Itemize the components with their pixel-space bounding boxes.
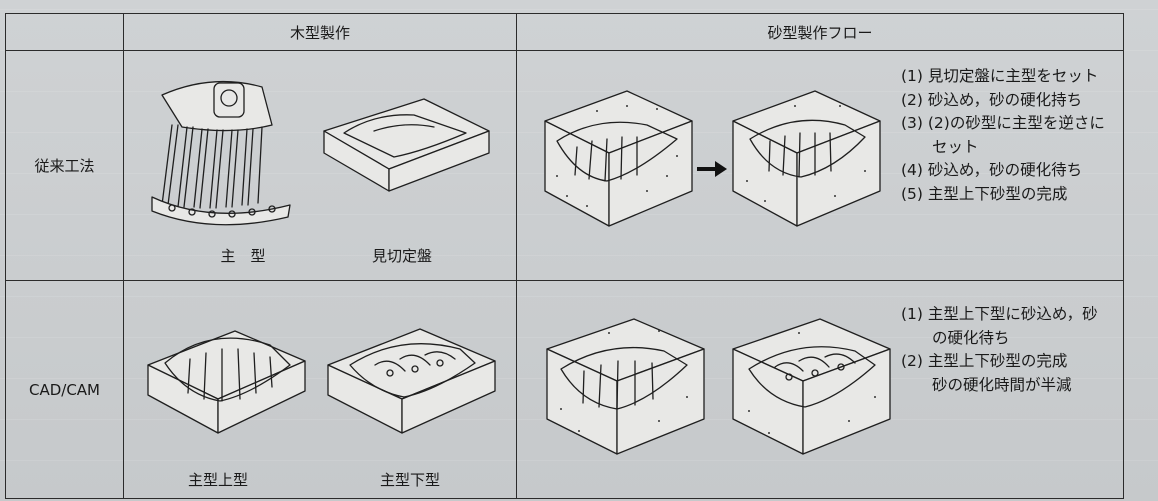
- caption-parting-board: 見切定盤: [371, 247, 432, 265]
- header-wood-pattern: 木型製作: [123, 13, 517, 51]
- caption-upper-pattern: 主型上型: [187, 471, 248, 489]
- step-text: (3) (2)の砂型に主型を逆さに: [901, 114, 1105, 132]
- row-label-cadcam: CAD/CAM: [5, 280, 124, 499]
- conventional-wood-cell: 主 型 見切定盤: [123, 50, 517, 281]
- main-pattern-illustration: [151, 80, 291, 226]
- sand-mold-step-illustration: [544, 90, 693, 227]
- cadcam-sand-cell: (1) 主型上下型に砂込め，砂 の硬化待ち (2) 主型上下砂型の完成 砂の硬化…: [516, 280, 1124, 499]
- step-text: (1) 主型上下型に砂込め，砂: [901, 305, 1098, 323]
- header-sand-mold-flow: 砂型製作フロー: [516, 13, 1124, 51]
- row-label-conventional: 従来工法: [5, 50, 124, 281]
- cadcam-wood-cell: 主型上型 主型下型: [123, 280, 517, 499]
- step-text: (5) 主型上下砂型の完成: [901, 184, 1068, 203]
- header-empty: [5, 13, 124, 51]
- parting-board-illustration: [323, 98, 490, 192]
- step-text: の硬化待ち: [901, 328, 1010, 347]
- caption-main-pattern: 主 型: [220, 247, 266, 265]
- lower-sand-mold-illustration: [732, 318, 891, 455]
- upper-pattern-illustration: [147, 330, 306, 434]
- conventional-sand-cell: (1) 見切定盤に主型をセット (2) 砂込め，砂の硬化持ち (3) (2)の砂…: [516, 50, 1124, 281]
- arrow-right-icon: [697, 161, 727, 177]
- step-text: (1) 見切定盤に主型をセット: [901, 67, 1099, 85]
- lower-pattern-illustration: [327, 328, 496, 434]
- conventional-step-list: (1) 見切定盤に主型をセット (2) 砂込め，砂の硬化持ち (3) (2)の砂…: [901, 65, 1105, 206]
- step-text: 砂の硬化時間が半減: [901, 375, 1072, 394]
- cadcam-step-list: (1) 主型上下型に砂込め，砂 の硬化待ち (2) 主型上下砂型の完成 砂の硬化…: [901, 303, 1098, 397]
- process-comparison-table: 木型製作 砂型製作フロー 従来工法 主 型: [5, 13, 1124, 499]
- step-text: (4) 砂込め，砂の硬化待ち: [901, 161, 1083, 179]
- step-text: (2) 砂込め，砂の硬化持ち: [901, 90, 1083, 109]
- caption-lower-pattern: 主型下型: [379, 471, 440, 489]
- sand-mold-result-illustration: [732, 90, 881, 227]
- step-text: (2) 主型上下砂型の完成: [901, 352, 1068, 370]
- step-text: セット: [901, 137, 979, 156]
- upper-sand-mold-illustration: [546, 318, 705, 455]
